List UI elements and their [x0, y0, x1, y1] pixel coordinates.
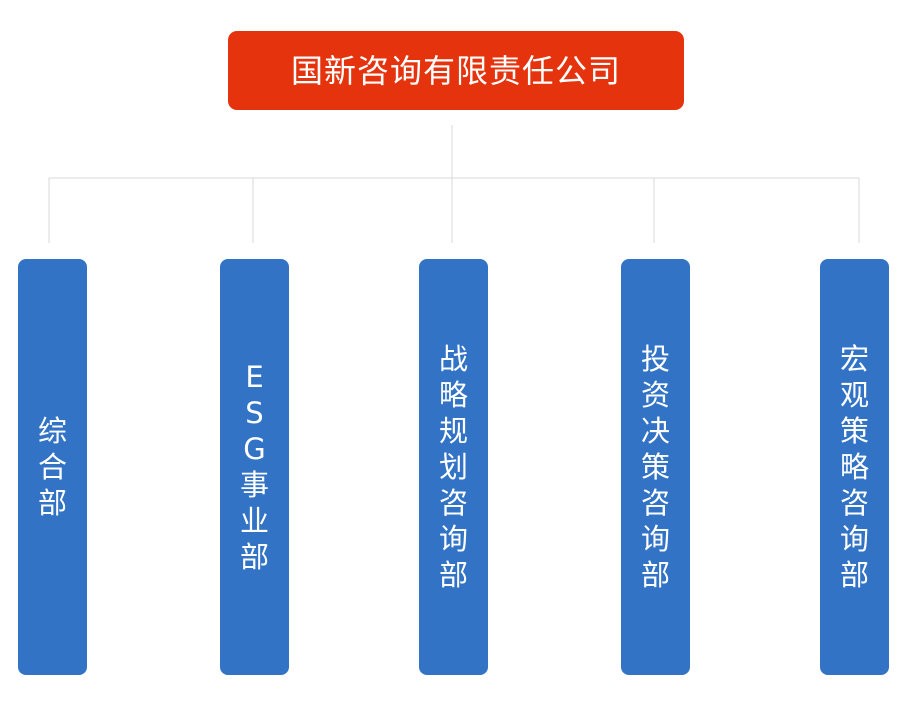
department-label: 战略规划咨询部 [438, 342, 468, 592]
department-label: 宏观策略咨询部 [839, 342, 869, 592]
department-node-general: 综合部 [18, 259, 87, 675]
department-node-macro: 宏观策略咨询部 [820, 259, 889, 675]
company-name: 国新咨询有限责任公司 [290, 51, 621, 90]
department-node-strategy: 战略规划咨询部 [419, 259, 488, 675]
company-root-node: 国新咨询有限责任公司 [228, 31, 684, 110]
department-label: 综合部 [37, 414, 67, 520]
department-node-investment: 投资决策咨询部 [621, 259, 690, 675]
department-label: ESG事业部 [239, 360, 269, 574]
department-node-esg: ESG事业部 [220, 259, 289, 675]
department-label: 投资决策咨询部 [640, 342, 670, 592]
